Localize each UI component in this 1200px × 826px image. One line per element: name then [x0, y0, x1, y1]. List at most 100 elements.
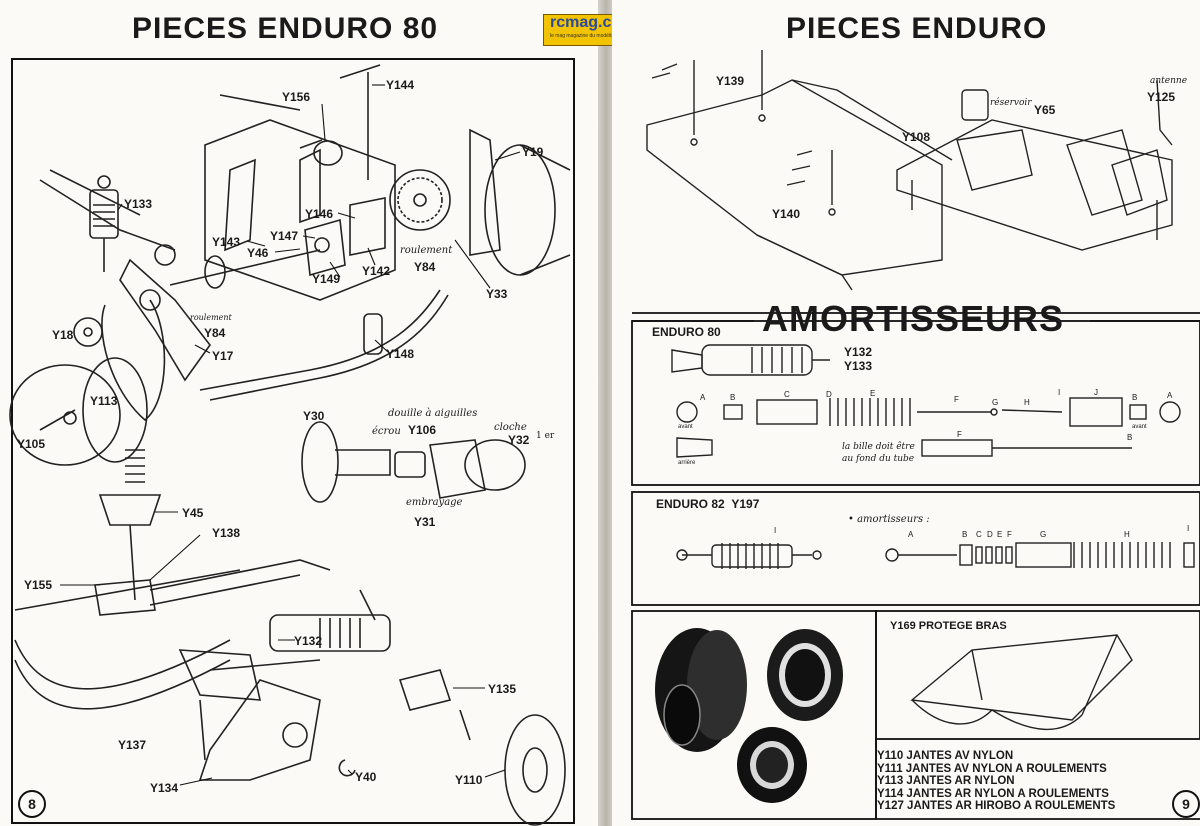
part-label-y146: Y146 [305, 207, 334, 221]
part-label-y31: Y31 [414, 515, 436, 529]
amortisseurs-title: AMORTISSEURS [762, 298, 1065, 339]
e82-letter-e: E [997, 530, 1003, 539]
part-label-y140: Y140 [772, 207, 801, 221]
right-page-drawing [631, 50, 1200, 820]
part-label-y84-top: Y84 [414, 260, 436, 274]
handwritten-embrayage: embrayage [406, 497, 463, 508]
e80-note-line2: au fond du tube [842, 454, 915, 464]
logo-subtitle: le mag magazine du modélisme [550, 33, 621, 39]
part-label-y155: Y155 [24, 578, 53, 592]
part-label-y113: Y113 [90, 394, 118, 408]
jantes-item: Y127 JANTES AR HIROBO A ROULEMENTS [877, 800, 1116, 812]
e82-letter-a: A [908, 530, 914, 539]
part-label-y139: Y139 [716, 74, 745, 88]
e82-letter-h: H [1124, 530, 1130, 539]
e82-letter-b: B [962, 530, 968, 539]
handwritten-roulement-a: roulement [400, 245, 453, 256]
e80-letter-b2: B [1132, 393, 1138, 402]
book-gutter [598, 0, 614, 826]
e80-letter-h: H [1024, 398, 1030, 407]
e80-letter-c: C [784, 390, 790, 399]
part-label-y142: Y142 [362, 264, 391, 278]
handwritten-ecrou: écrou [372, 426, 401, 437]
jantes-item: Y114 JANTES AR NYLON A ROULEMENTS [877, 787, 1109, 800]
part-label-y144: Y144 [386, 78, 415, 92]
part-label-y138: Y138 [212, 526, 241, 540]
e80-letter-j: J [1094, 388, 1098, 397]
e80-small-avant2: avant [1132, 424, 1147, 430]
part-label-y40: Y40 [355, 770, 377, 784]
part-label-y110: Y110 [455, 773, 483, 787]
e80-letter-e: E [870, 389, 876, 398]
part-label-y84-left: Y84 [204, 326, 226, 340]
jantes-list: Y110 JANTES AV NYLON Y111 JANTES AV NYLO… [877, 750, 1115, 813]
part-label-y33: Y33 [486, 287, 508, 301]
wheels-photo [655, 628, 843, 803]
e80-letter-b: B [730, 393, 736, 402]
part-label-y134: Y134 [150, 781, 179, 795]
e80-letter-d: D [826, 390, 832, 399]
left-page: PIECES ENDURO 80 Y144 Y156 Y133 Y19 Y146… [0, 0, 600, 826]
left-page-title: PIECES ENDURO 80 [132, 12, 439, 45]
e82-letter-g: G [1040, 530, 1047, 539]
protege-bras-title: Y169 PROTEGE BRAS [890, 620, 1007, 632]
e82-letter-c: C [976, 530, 982, 539]
part-label-y105: Y105 [17, 437, 46, 451]
right-page-title: PIECES ENDURO [786, 12, 1048, 45]
part-label-y147: Y147 [270, 229, 299, 243]
part-label-y133-shock: Y133 [844, 359, 873, 373]
handwritten-cloche: cloche [494, 422, 527, 433]
enduro80-label: ENDURO 80 [652, 325, 721, 339]
e80-letter-f2: F [957, 430, 962, 439]
enduro82-label: ENDURO 82 Y197 [656, 497, 759, 511]
part-label-y106: Y106 [408, 423, 437, 437]
e80-letter-g: G [992, 398, 999, 407]
jantes-item: Y113 JANTES AR NYLON [877, 775, 1015, 787]
part-label-y32: Y32 [508, 433, 530, 447]
part-label-y148: Y148 [386, 347, 415, 361]
handwritten-douille: douille à aiguilles [388, 408, 478, 419]
e80-note-line1: la bille doit être [842, 442, 915, 452]
part-label-y156: Y156 [282, 90, 311, 104]
part-label-y143: Y143 [212, 235, 241, 249]
e82-letter-f: F [1007, 530, 1012, 539]
jantes-item: Y110 JANTES AV NYLON [877, 750, 1014, 762]
e82-letter-i1: I [774, 526, 777, 535]
part-label-y108: Y108 [902, 130, 931, 144]
e80-letter-a: A [700, 393, 706, 402]
enduro82-name: ENDURO 82 [656, 497, 725, 511]
handwritten-1er: 1 er [536, 431, 555, 441]
page-number-right: 9 [1172, 790, 1200, 818]
part-label-y132-shock: Y132 [844, 345, 873, 359]
part-label-y125: Y125 [1147, 90, 1176, 104]
handwritten-reservoir: réservoir [990, 98, 1032, 108]
e80-small-avant: avant [678, 424, 693, 430]
page-number-left: 8 [18, 790, 46, 818]
part-label-y17: Y17 [212, 349, 234, 363]
part-label-y65: Y65 [1034, 103, 1056, 117]
e80-letter-b3: B [1127, 433, 1133, 442]
part-label-y45: Y45 [182, 506, 204, 520]
left-page-drawing [9, 64, 571, 826]
part-label-y132: Y132 [294, 634, 323, 648]
jantes-item: Y111 JANTES AV NYLON A ROULEMENTS [877, 762, 1107, 775]
e82-letter-i2: I [1187, 524, 1190, 533]
part-label-y135: Y135 [488, 682, 517, 696]
part-label-y137: Y137 [118, 738, 147, 752]
part-label-y149: Y149 [312, 272, 341, 286]
e80-small-arriere: arrière [678, 460, 696, 466]
part-label-y19: Y19 [522, 145, 544, 159]
left-page-frame [11, 58, 575, 824]
part-label-y46: Y46 [247, 246, 269, 260]
e80-letter-i: I [1058, 388, 1061, 397]
e82-note: • amortisseurs : [848, 514, 930, 525]
part-label-y30: Y30 [303, 409, 325, 423]
part-label-y18: Y18 [52, 328, 74, 342]
e80-letter-a2: A [1167, 391, 1173, 400]
right-page: PIECES ENDURO Y139 réservoir Y65 Y108 an… [612, 0, 1200, 826]
e80-letter-f: F [954, 395, 959, 404]
part-label-y133: Y133 [124, 197, 153, 211]
handwritten-roulement-b: roulement [190, 313, 232, 322]
handwritten-antenne: antenne [1150, 76, 1188, 86]
e82-letter-d: D [987, 530, 993, 539]
